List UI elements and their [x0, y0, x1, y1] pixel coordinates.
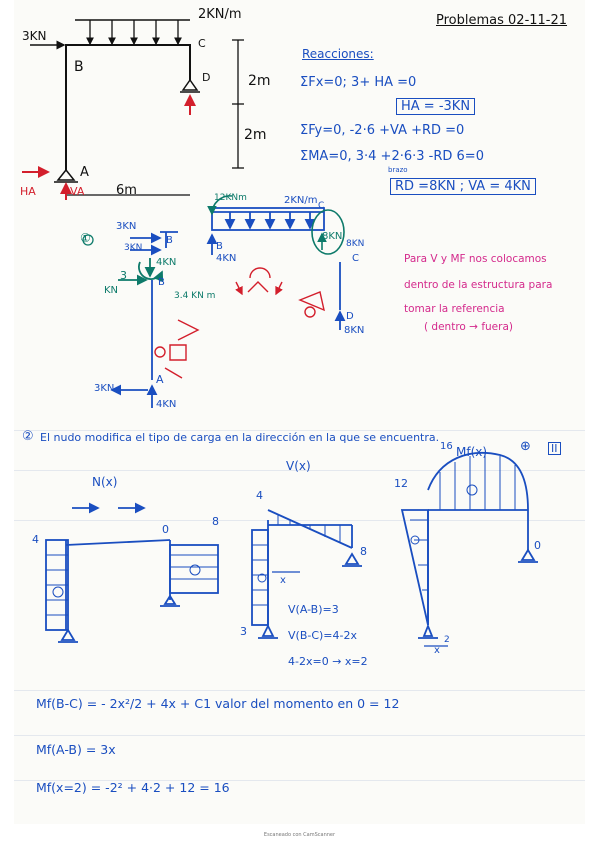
n-diagram-title: N(x)	[92, 475, 118, 489]
fbd-label-3: 3	[120, 269, 127, 282]
v-equation-1: V(A-B)=3	[288, 603, 339, 616]
fbd-label-d: D	[346, 311, 354, 322]
note-line-2: dentro de la estructura para	[404, 279, 553, 291]
n-diagram-left-value: 4	[32, 533, 39, 546]
fbd-label-3kn-bot: 3KN	[94, 383, 115, 394]
fbd-label-3kn-left: 3KN	[124, 243, 143, 253]
reaction-result-ha: HA = -3KN	[396, 98, 476, 115]
fbd-beam-red	[235, 267, 325, 318]
v-diagram-title: V(x)	[286, 459, 311, 473]
diagram-m-hatch	[410, 454, 516, 591]
statement-text: El nudo modifica el tipo de carga en la …	[40, 431, 440, 444]
fbd-circled-1: ①	[80, 231, 91, 245]
m-diagram-boxed-label: II	[548, 442, 561, 455]
fbd-label-c: C	[318, 201, 325, 211]
diagram-n-hatch	[46, 554, 218, 616]
frame-drawing	[30, 19, 244, 196]
fbd-label-4kn-bot: 4KN	[156, 399, 177, 410]
reaction-eq-2: ΣFy=0, -2·6 +VA +RD =0	[300, 123, 465, 138]
m-diagram-circled-plus: ⊕	[520, 439, 531, 454]
fbd-beam-green	[207, 195, 345, 255]
fbd-label-4kn-2: 4KN	[216, 253, 237, 264]
m-diagram-x-label: x	[434, 645, 440, 656]
fbd-label-8kn-1: 8KN	[322, 231, 343, 242]
reaction-result-rd-va: RD =8KN ; VA = 4KN	[390, 178, 536, 195]
label-react-va: VA	[70, 185, 85, 198]
reactions-title: Reacciones:	[302, 47, 374, 61]
fbd-label-3kn-top: 3KN	[116, 221, 137, 232]
label-react-ha: HA	[20, 185, 36, 198]
reaction-eq-1: ΣFx=0; 3+ HA =0	[300, 75, 417, 90]
label-height-lower: 2m	[244, 127, 267, 143]
m-diagram-left-value: 12	[394, 477, 408, 490]
label-height-upper: 2m	[248, 73, 271, 89]
reaction-eq-3: ΣMA=0, 3·4 +2·6·3 -RD 6=0	[300, 149, 484, 164]
label-node-b: B	[74, 59, 84, 75]
fbd-label-4kn-1: 4KN	[156, 257, 177, 268]
note-line-3: tomar la referencia	[404, 303, 505, 315]
n-diagram-top-value: 0	[162, 523, 169, 536]
diagram-v	[251, 509, 362, 639]
frame-reactions	[22, 94, 196, 200]
scanner-footer: Escaneado con CamScanner	[263, 832, 336, 838]
moment-eq-2: Mf(A-B) = 3x	[36, 742, 116, 757]
v-equation-2: V(B-C)=4-2x	[288, 629, 357, 642]
reaction-eq-3-note: brazo	[388, 166, 408, 174]
fbd-label-b2: B	[158, 277, 165, 288]
fbd-beam	[206, 207, 346, 330]
v-diagram-right-value: 8	[360, 545, 367, 558]
moment-eq-1: Mf(B-C) = - 2x²/2 + 4x + C1 valor del mo…	[36, 696, 400, 711]
v-equation-3: 4-2x=0 → x=2	[288, 655, 368, 668]
diagram-v-hatch	[252, 514, 341, 606]
v-diagram-x-label: x	[280, 575, 286, 586]
m-diagram-top-value: 16	[440, 441, 453, 452]
fbd-label-c2: C	[352, 253, 359, 264]
diagram-m	[400, 451, 538, 647]
fbd-label-12knm: 12KNm	[214, 193, 247, 203]
statement-circled: ②	[22, 429, 34, 444]
fbd-label-b3: B	[216, 241, 223, 252]
fbd-label-a: A	[156, 373, 164, 386]
fbd-left-column	[110, 231, 178, 408]
moment-eq-3: Mf(x=2) = -2² + 4·2 + 12 = 16	[36, 780, 230, 795]
fbd-label-8kn-3: 8KN	[344, 325, 365, 336]
fbd-label-kn: KN	[104, 285, 119, 296]
note-line-1: Para V y MF nos colocamos	[404, 253, 547, 265]
v-diagram-top-value: 4	[256, 489, 263, 502]
label-node-c: C	[198, 37, 206, 50]
note-line-4: ( dentro → fuera)	[424, 321, 513, 333]
notebook-page	[14, 0, 585, 824]
label-span: 6m	[116, 183, 137, 198]
label-dist-load: 2KN/m	[198, 7, 242, 22]
m-diagram-title: Mf(x)	[456, 445, 488, 459]
fbd-left-node	[82, 234, 164, 286]
label-node-d: D	[202, 71, 211, 84]
fbd-left-signs	[154, 319, 200, 379]
m-diagram-right-value: 0	[534, 539, 541, 552]
v-diagram-left-value: 3	[240, 625, 247, 638]
label-load-left: 3KN	[22, 29, 47, 43]
m-diagram-x-value: 2	[444, 635, 450, 645]
n-diagram-right-value: 8	[212, 515, 219, 528]
fbd-label-b1: B	[166, 235, 173, 246]
diagram-n	[45, 502, 219, 643]
fbd-label-2knm: 2KN/m	[284, 195, 318, 206]
label-node-a: A	[80, 165, 89, 180]
page-title: Problemas 02-11-21	[436, 13, 568, 28]
fbd-label-34knm: 3.4 KN m	[174, 291, 216, 301]
fbd-label-8kn-2: 8KN	[346, 239, 365, 249]
